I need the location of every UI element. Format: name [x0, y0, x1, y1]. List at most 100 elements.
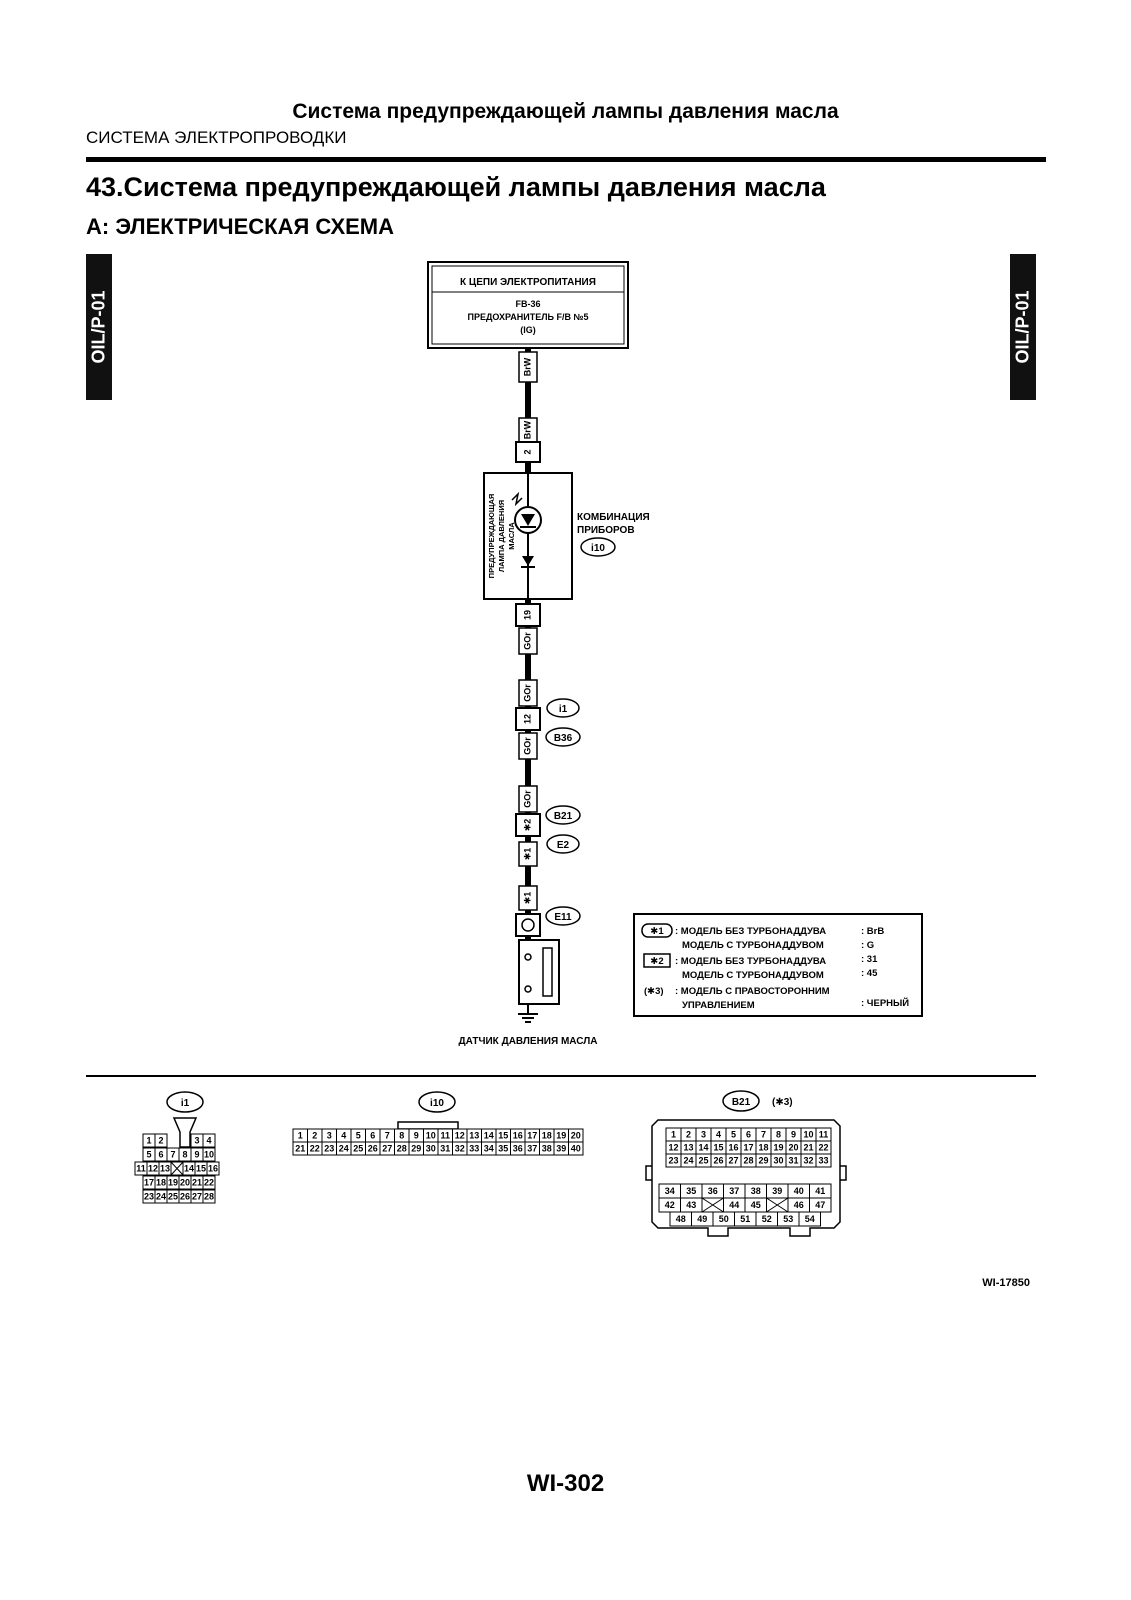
pin-number: 40: [794, 1186, 804, 1196]
pin-cell: [202, 1147, 216, 1162]
pin-number: 28: [397, 1144, 407, 1154]
pin-number: 23: [324, 1144, 334, 1154]
pin-number: 4: [716, 1130, 721, 1140]
connector-tag-i1: [546, 698, 580, 718]
pin-cell: [202, 1175, 216, 1190]
unused-pin-icon: [701, 1197, 724, 1213]
legend-star1-l2: МОДЕЛЬ С ТУРБОНАДДУВОМ: [682, 940, 824, 951]
pin-cell: [202, 1189, 216, 1204]
pin-number: 25: [168, 1192, 178, 1202]
wire-gor-2: GOr: [522, 684, 532, 702]
pin-number: 2: [158, 1136, 163, 1146]
combination-meter-label-1: КОМБИНАЦИЯ: [577, 512, 650, 523]
power-box-title: К ЦЕПИ ЭЛЕКТРОПИТАНИЯ: [460, 277, 596, 288]
view-tag-i10: [418, 1091, 456, 1113]
pin-number: 5: [146, 1150, 151, 1160]
pin-number: 20: [180, 1178, 190, 1188]
power-box-line3: (IG): [520, 325, 536, 335]
legend-star2-l2: МОДЕЛЬ С ТУРБОНАДДУВОМ: [682, 970, 824, 981]
pin-number: 25: [353, 1144, 363, 1154]
legend-star2-mark: ✱2: [650, 956, 663, 967]
pin-number: 15: [713, 1143, 723, 1153]
connector-tag-e11: [545, 906, 581, 926]
legend-star1-v1: : BrB: [861, 926, 884, 937]
connector-tag-b36: [545, 727, 581, 747]
legend-star1-l1: : МОДЕЛЬ БЕЗ ТУРБОНАДДУВА: [675, 926, 826, 937]
pin-number: 45: [751, 1200, 761, 1210]
pin-number: 42: [665, 1200, 675, 1210]
pin-number: 39: [772, 1186, 782, 1196]
pin-number: 7: [170, 1150, 175, 1160]
pin-number: 35: [498, 1144, 508, 1154]
pin-number: 21: [803, 1143, 813, 1153]
pin-number: 22: [818, 1143, 828, 1153]
pin-number: 22: [204, 1178, 214, 1188]
pin-number: 6: [158, 1150, 163, 1160]
pin-number: 46: [794, 1200, 804, 1210]
power-box-line2: ПРЕДОХРАНИТЕЛЬ F/B №5: [467, 312, 588, 322]
wire-gor-3: GOr: [522, 737, 532, 755]
pin-number: 37: [729, 1186, 739, 1196]
pin-number: 2: [312, 1131, 317, 1141]
pin-number: 9: [194, 1150, 199, 1160]
pin-cell: [206, 1161, 220, 1176]
pin-number: 34: [484, 1144, 494, 1154]
unused-pin-icon: [766, 1197, 789, 1213]
pin-number: 28: [743, 1156, 753, 1166]
pin-number: 24: [339, 1144, 349, 1154]
oil-pressure-sensor: [515, 913, 560, 1023]
chapter-title: 43.Система предупреждающей лампы давлени…: [86, 172, 826, 202]
combination-meter: ПРЕДУПРЕЖДАЮЩАЯ ЛАМПА ДАВЛЕНИЯ МАСЛА: [483, 472, 573, 600]
pin-number: 18: [156, 1178, 166, 1188]
pin-number: 16: [513, 1131, 523, 1141]
legend-star3-l2: УПРАВЛЕНИЕМ: [682, 1000, 755, 1011]
pin-number: 17: [144, 1178, 154, 1188]
pin-number: 33: [818, 1156, 828, 1166]
legend-star2-v2: : 45: [861, 968, 878, 979]
pin-number: 21: [192, 1178, 202, 1188]
pin-number: 51: [740, 1214, 750, 1224]
pin-cell: [568, 1141, 584, 1156]
pin-number: 34: [665, 1186, 675, 1196]
pin-number: 15: [196, 1164, 206, 1174]
wire-star1-b: ✱1: [522, 892, 532, 905]
pin-number: 9: [414, 1131, 419, 1141]
wire-star1-a: ✱1: [522, 848, 532, 861]
pin-number: 20: [788, 1143, 798, 1153]
wire-gor-4: GOr: [522, 790, 532, 808]
pin-number: 3: [327, 1131, 332, 1141]
view-tag-b21: [722, 1090, 760, 1112]
top-rule: [86, 157, 1046, 162]
pin-number: 10: [204, 1150, 214, 1160]
pin-number: 43: [686, 1200, 696, 1210]
connector-tag-i10: [580, 537, 616, 557]
wire-brw-2: BrW: [522, 420, 532, 439]
pin-number: 28: [204, 1192, 214, 1202]
pin-number: 21: [295, 1144, 305, 1154]
legend-star1-mark: ✱1: [650, 926, 664, 937]
pin-number: 11: [819, 1130, 829, 1140]
pin-number: 10: [803, 1130, 813, 1140]
pin-number: 49: [697, 1214, 707, 1224]
wire-brw-1: BrW: [522, 357, 532, 376]
pin-number: 6: [370, 1131, 375, 1141]
pin-number: 36: [708, 1186, 718, 1196]
power-box-line1: FB-36: [515, 299, 540, 309]
pin-number: 1: [671, 1130, 676, 1140]
wire-labels: BrW BrW 2 19 GOr GOr 12 GOr GOr ✱2 ✱1 ✱1: [515, 351, 541, 911]
pin-number: 23: [144, 1192, 154, 1202]
pin-number: 31: [788, 1156, 798, 1166]
connector-tag-e2-text: E2: [557, 840, 570, 851]
pin-number: 11: [440, 1131, 450, 1141]
pin-star2: ✱2: [522, 819, 532, 832]
pin-number: 27: [192, 1192, 202, 1202]
pin-number: 24: [156, 1192, 166, 1202]
connector-tag-b36-text: B36: [554, 733, 573, 744]
pin-number: 27: [382, 1144, 392, 1154]
pin-number: 30: [773, 1156, 783, 1166]
pin-number: 18: [758, 1143, 768, 1153]
pin-number: 5: [356, 1131, 361, 1141]
